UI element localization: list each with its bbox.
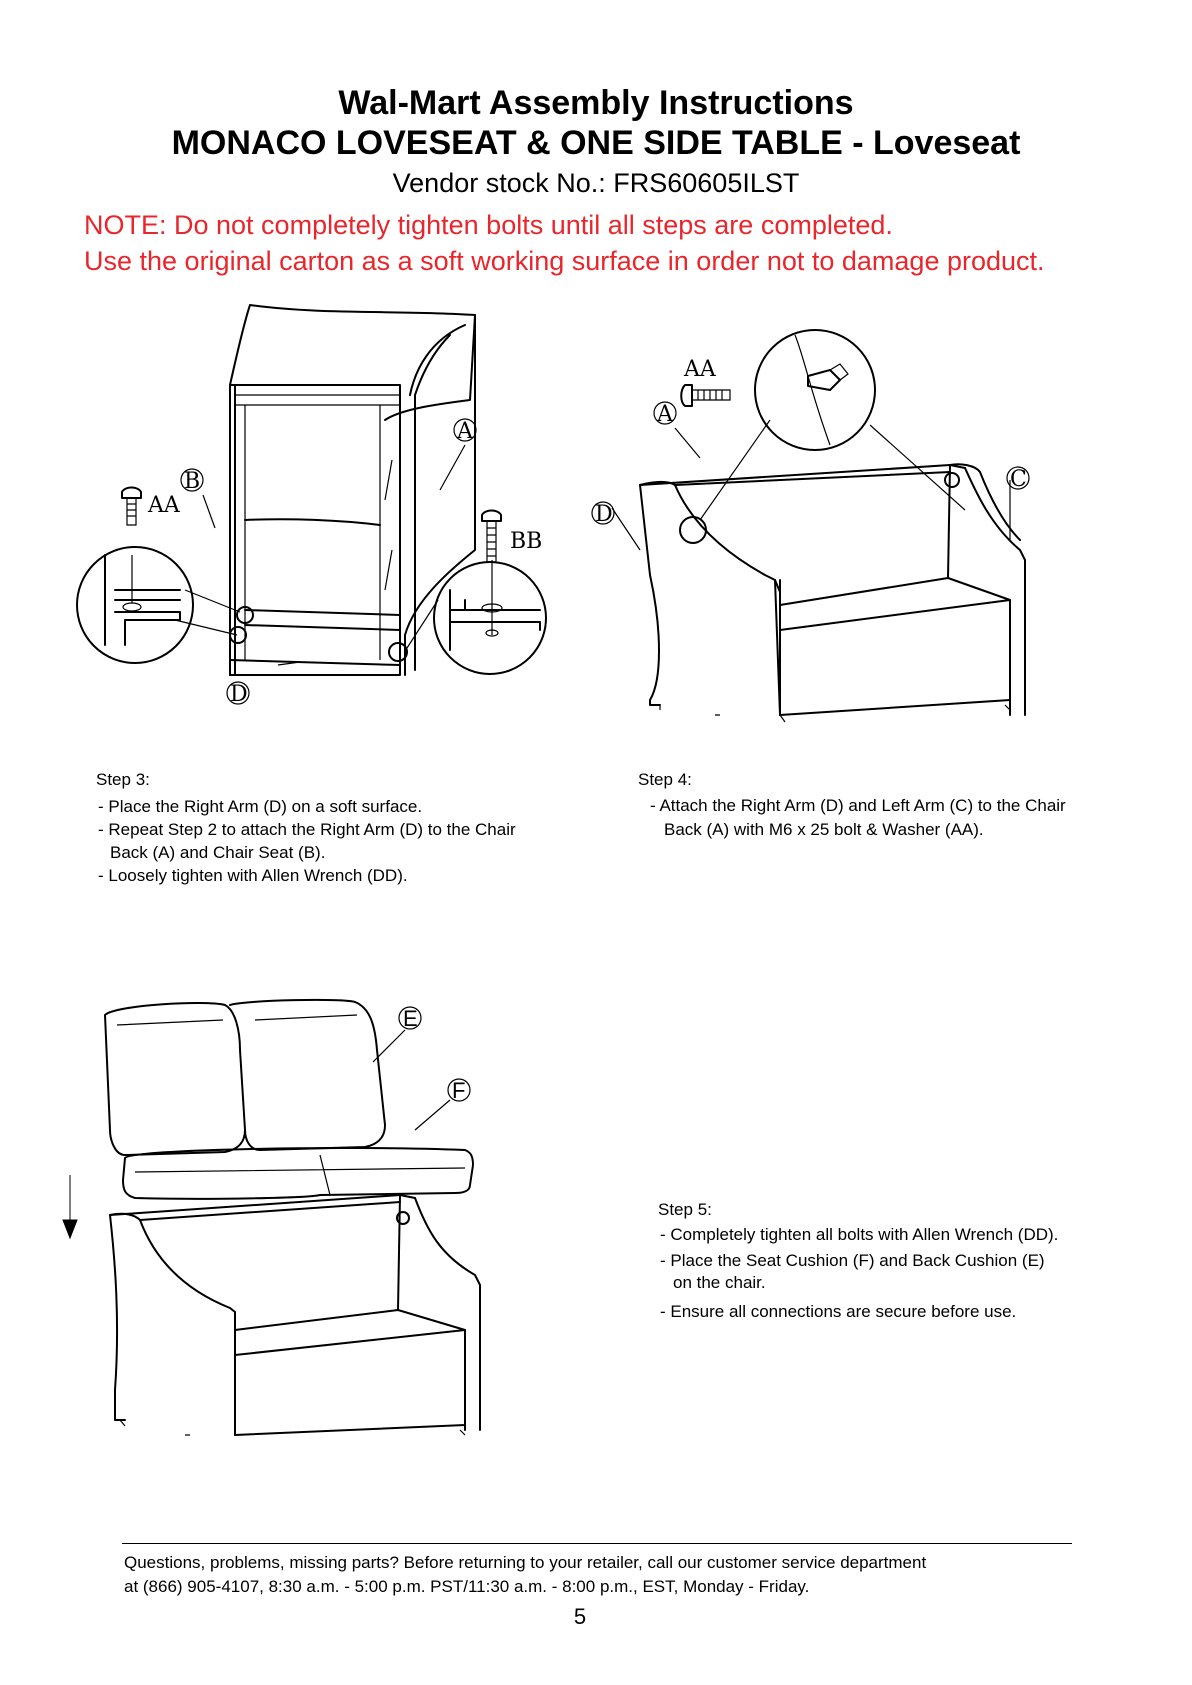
label-c: C (1010, 467, 1027, 492)
step5-figure: E F (62, 998, 481, 1436)
step5-line: - Ensure all connections are secure befo… (660, 1302, 1017, 1321)
footer-divider (122, 1543, 1072, 1544)
step5-title: Step 5: (658, 1200, 712, 1219)
footer-line-2: at (866) 905-4107, 8:30 a.m. - 5:00 p.m.… (124, 1577, 810, 1596)
vendor-stock-number: Vendor stock No.: FRS60605ILST (392, 168, 800, 198)
note-line-1: NOTE: Do not completely tighten bolts un… (84, 210, 893, 240)
step3-figure: B A D AA BB (76, 304, 547, 707)
step3-line: - Loosely tighten with Allen Wrench (DD)… (98, 866, 408, 885)
label-a: A (456, 419, 474, 444)
label-aa: AA (147, 493, 181, 518)
page-title: Wal-Mart Assembly Instructions (338, 84, 854, 122)
step5-line: - Place the Seat Cushion (F) and Back Cu… (660, 1251, 1045, 1270)
step3-line: Back (A) and Chair Seat (B). (110, 843, 326, 862)
note-line-2: Use the original carton as a soft workin… (84, 246, 1045, 276)
label-b: B (184, 469, 200, 494)
step4-line: Back (A) with M6 x 25 bolt & Washer (AA)… (664, 820, 984, 839)
label-aa: AA (683, 357, 717, 382)
step5-line: on the chair. (673, 1273, 766, 1292)
footer-line-1: Questions, problems, missing parts? Befo… (124, 1553, 927, 1572)
label-e: E (403, 1006, 418, 1031)
label-a: A (656, 402, 674, 427)
step3-line: - Place the Right Arm (D) on a soft surf… (98, 797, 423, 816)
step5-line: - Completely tighten all bolts with Alle… (660, 1225, 1059, 1244)
page-number: 5 (573, 1604, 587, 1629)
label-d: D (595, 502, 613, 527)
label-d: D (230, 682, 248, 707)
step4-title: Step 4: (638, 770, 692, 789)
step4-figure: AA A C D (591, 329, 1030, 723)
label-f: F (452, 1078, 465, 1103)
step3-line: - Repeat Step 2 to attach the Right Arm … (98, 820, 516, 839)
step3-title: Step 3: (96, 770, 150, 789)
product-title: MONACO LOVESEAT & ONE SIDE TABLE - Loves… (171, 124, 1021, 162)
label-bb: BB (510, 529, 542, 554)
step4-line: - Attach the Right Arm (D) and Left Arm … (650, 796, 1066, 815)
